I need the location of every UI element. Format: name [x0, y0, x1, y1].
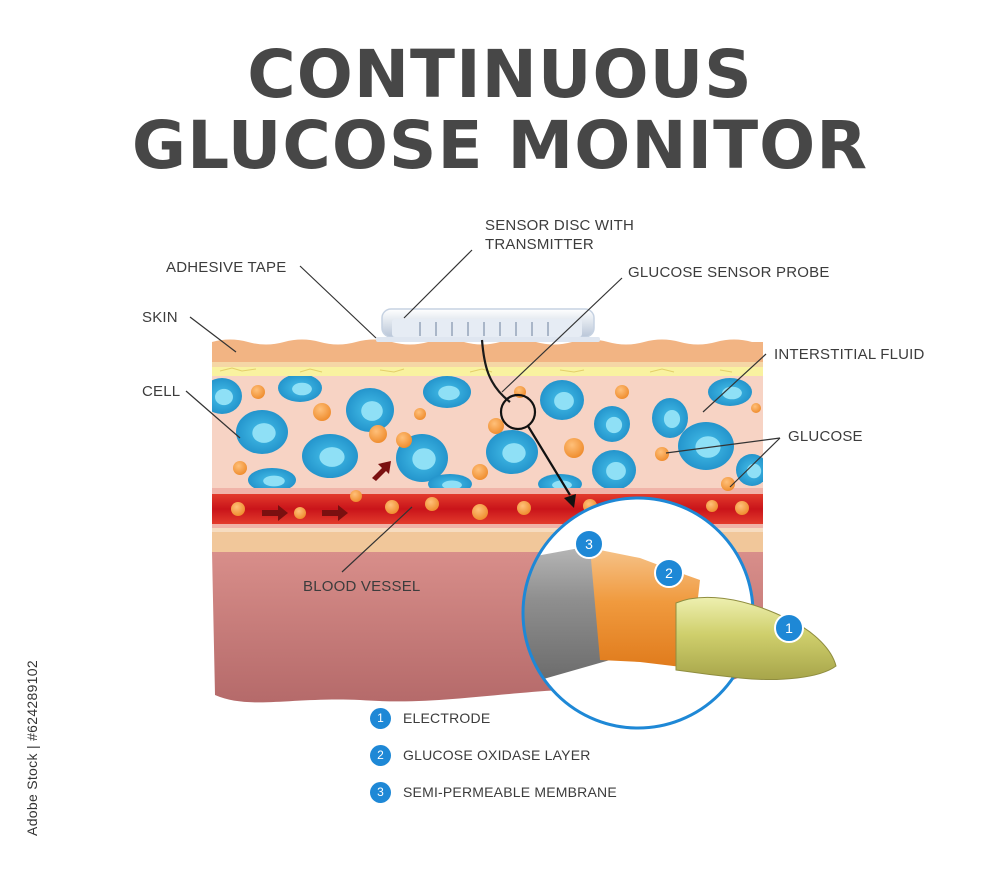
cell-nucleus — [606, 462, 626, 480]
cell-nucleus — [554, 392, 574, 410]
arrow-1 — [262, 505, 288, 521]
leader-cell — [185, 390, 241, 439]
leader-lines — [185, 249, 781, 573]
glucose-molecule — [350, 490, 362, 502]
probe-highlight-circle — [499, 393, 537, 431]
cell-nucleus — [319, 447, 345, 467]
label-interstitial-fluid: INTERSTITIAL FLUID — [774, 346, 925, 363]
glucose-molecule — [414, 408, 426, 420]
cell-nucleus — [552, 480, 572, 488]
legend-item-membrane: 3 SEMI-PERMEABLE MEMBRANE — [370, 781, 617, 803]
glucose-molecule — [251, 385, 265, 399]
cell-nucleus — [746, 463, 762, 479]
label-cell: CELL — [142, 383, 181, 400]
leader-adhesive-tape — [299, 265, 377, 339]
legend-badge: 3 — [370, 781, 391, 803]
label-sensor-disc: SENSOR DISC WITH TRANSMITTER — [485, 216, 634, 254]
glucose-molecule — [385, 500, 399, 514]
label-sensor-disc-line2: TRANSMITTER — [485, 236, 594, 253]
glucose-molecule — [615, 385, 629, 399]
zoom-badge-1: 1 — [774, 613, 804, 643]
legend-text: ELECTRODE — [403, 710, 491, 726]
glucose-molecule — [488, 418, 504, 434]
cell-nucleus — [292, 382, 312, 396]
label-skin: SKIN — [142, 309, 178, 326]
legend-item-electrode: 1 ELECTRODE — [370, 707, 490, 729]
glucose-molecule — [231, 502, 245, 516]
glucose-molecule — [751, 403, 761, 413]
electrode-tip — [675, 596, 837, 680]
glucose-molecule — [564, 438, 584, 458]
cell-nucleus — [502, 443, 526, 463]
svg-text:1: 1 — [785, 620, 793, 636]
label-sensor-disc-line1: SENSOR DISC WITH — [485, 217, 635, 234]
arrow-2 — [322, 505, 348, 521]
svg-text:2: 2 — [665, 565, 673, 581]
cell-nucleus — [438, 385, 460, 401]
sensor-disc — [376, 308, 600, 342]
glucose-molecule — [369, 425, 387, 443]
stock-watermark-id: Adobe Stock | #624289102 — [24, 660, 40, 836]
glucose-molecule — [472, 464, 488, 480]
glucose-molecule — [655, 447, 669, 461]
leader-probe — [501, 277, 623, 393]
glucose-molecule — [396, 432, 412, 448]
glucose-molecule — [706, 500, 718, 512]
legend-item-glucose-oxidase: 2 GLUCOSE OXIDASE LAYER — [370, 744, 591, 766]
glucose-molecule — [233, 461, 247, 475]
glucose-molecule — [313, 403, 331, 421]
glucose-molecule — [721, 477, 735, 491]
leader-sensor-disc — [403, 249, 473, 319]
leader-glucose-2 — [729, 437, 781, 488]
label-glucose-sensor-probe: GLUCOSE SENSOR PROBE — [628, 264, 830, 281]
zoom-badge-2: 2 — [654, 558, 684, 588]
cell-nucleus — [361, 401, 383, 421]
glucose-molecule — [735, 501, 749, 515]
title-line-1: CONTINUOUS — [247, 36, 753, 113]
cell-nucleus — [663, 410, 681, 428]
legend-badge: 2 — [370, 744, 391, 766]
glucose-flow-arrows — [262, 461, 391, 521]
zoom-pointer — [527, 425, 571, 496]
cell-nucleus — [263, 475, 285, 487]
leader-glucose-1 — [665, 437, 781, 454]
cell-nucleus — [252, 423, 276, 443]
glucose-molecule — [425, 497, 439, 511]
skin-layer — [212, 339, 763, 368]
cell-nucleus — [215, 388, 233, 406]
legend-text: SEMI-PERMEABLE MEMBRANE — [403, 784, 617, 800]
svg-text:3: 3 — [585, 536, 593, 552]
cell-nucleus — [412, 448, 436, 470]
label-blood-vessel: BLOOD VESSEL — [303, 578, 421, 595]
title-line-2: GLUCOSE MONITOR — [131, 107, 869, 184]
cell-nucleus — [605, 416, 623, 434]
glucose-molecule — [517, 501, 531, 515]
cell-nucleus — [722, 386, 742, 400]
label-glucose: GLUCOSE — [788, 428, 863, 445]
legend-text: GLUCOSE OXIDASE LAYER — [403, 747, 591, 763]
legend-badge: 1 — [370, 707, 391, 729]
glucose-molecule — [472, 504, 488, 520]
leader-blood-vessel — [341, 506, 413, 573]
zoom-badge-3: 3 — [574, 529, 604, 559]
sensor-probe-wire — [480, 339, 511, 403]
leader-skin — [189, 316, 237, 353]
leader-fluid — [702, 353, 767, 413]
label-adhesive-tape: ADHESIVE TAPE — [166, 259, 287, 276]
cell-nucleus — [442, 480, 462, 488]
glucose-molecule — [294, 507, 306, 519]
arrow-3 — [372, 461, 391, 481]
